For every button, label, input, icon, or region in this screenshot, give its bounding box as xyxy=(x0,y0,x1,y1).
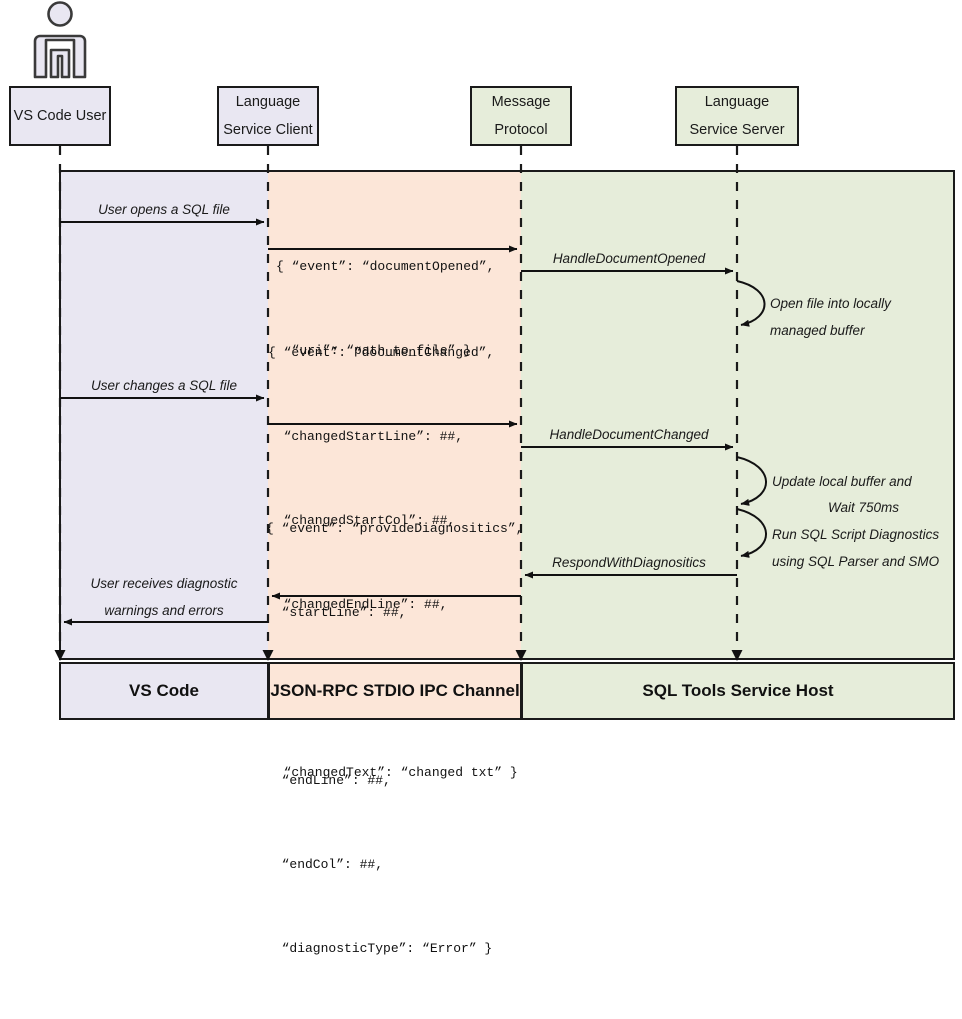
note-open-file-line2: managed buffer xyxy=(770,323,865,338)
footer-vs-code[interactable]: VS Code xyxy=(59,662,269,720)
participant-label-line1: Language xyxy=(704,94,770,110)
label-user-receives-diagnostics-line2: warnings and errors xyxy=(104,603,224,618)
note-run-diagnostics-line1: Run SQL Script Diagnostics xyxy=(772,527,940,542)
participant-label-line2: Service Client xyxy=(223,121,313,138)
payload-line: “changedEndLine”: ##, xyxy=(268,597,448,612)
note-run-diagnostics-line2: using SQL Parser and SMO xyxy=(772,554,940,569)
participant-vs-code-user[interactable]: VS Code User xyxy=(9,86,111,146)
diagram-vector-layer xyxy=(33,1,955,661)
footer-label: VS Code xyxy=(129,681,199,700)
participant-label-line2: Service Server xyxy=(689,121,785,138)
self-loop-update-buffer xyxy=(736,456,767,506)
participant-language-service-server[interactable]: Language Service Server xyxy=(675,86,799,146)
band-ipc-channel xyxy=(268,170,521,660)
sequence-diagram: VS Code User Language Service Client Mes… xyxy=(9,1,955,956)
payload-line: “diagnosticType”: “Error” } xyxy=(266,941,493,956)
footer-label: JSON-RPC STDIO IPC Channel xyxy=(270,681,520,700)
payload-line: { “event”: “documentChanged”, xyxy=(268,345,495,360)
note-update-buffer-line1: Update local buffer and xyxy=(772,474,912,489)
note-open-file-line1: Open file into locally xyxy=(770,296,891,311)
payload-line: “changedStartLine”: ##, xyxy=(268,429,464,444)
footer-sql-tools-service-host[interactable]: SQL Tools Service Host xyxy=(521,662,955,720)
label-handle-document-changed: HandleDocumentChanged xyxy=(549,427,709,442)
payload-provide-diagnositics: { “event”: “provideDiagnositics”, “start… xyxy=(266,459,523,1019)
payload-line: { “event”: “documentOpened”, xyxy=(276,259,495,274)
payload-line: “uri”: “path_to_file” } xyxy=(276,343,472,358)
footer-label: SQL Tools Service Host xyxy=(642,681,834,700)
payload-line: { “event”: “provideDiagnositics”, xyxy=(266,521,524,536)
label-user-changes-sql-file: User changes a SQL file xyxy=(90,378,238,393)
participant-language-service-client[interactable]: Language Service Client xyxy=(217,86,319,146)
participant-label-line1: Message xyxy=(491,94,551,110)
payload-line: “endLine”: ##, xyxy=(266,773,391,788)
payload-line: “endCol”: ##, xyxy=(266,857,384,872)
participant-message-protocol[interactable]: Message Protocol xyxy=(470,86,572,146)
label-user-opens-sql-file: User opens a SQL file xyxy=(98,202,230,217)
payload-line: “changedStartCol”: ##, xyxy=(268,513,456,528)
label-respond-with-diagnositics: RespondWithDiagnositics xyxy=(552,555,706,570)
footer-json-rpc-stdio-ipc-channel[interactable]: JSON-RPC STDIO IPC Channel xyxy=(268,662,522,720)
label-user-receives-diagnostics-line1: User receives diagnostic xyxy=(90,576,238,591)
payload-document-opened: { “event”: “documentOpened”, “uri”: “pat… xyxy=(276,197,494,421)
payload-line: “startLine”: ##, xyxy=(266,605,407,620)
self-loop-run-diagnostics xyxy=(736,508,767,558)
participant-label-line2: Protocol xyxy=(494,121,548,138)
actor-figure xyxy=(33,1,87,79)
participant-label-line1: Language xyxy=(235,94,301,110)
label-handle-document-opened: HandleDocumentOpened xyxy=(552,251,706,266)
participant-label-line1: VS Code User xyxy=(13,107,107,124)
note-update-buffer-line2: Wait 750ms xyxy=(827,500,900,515)
self-loop-open-file xyxy=(736,280,766,327)
band-vs-code xyxy=(59,170,268,660)
